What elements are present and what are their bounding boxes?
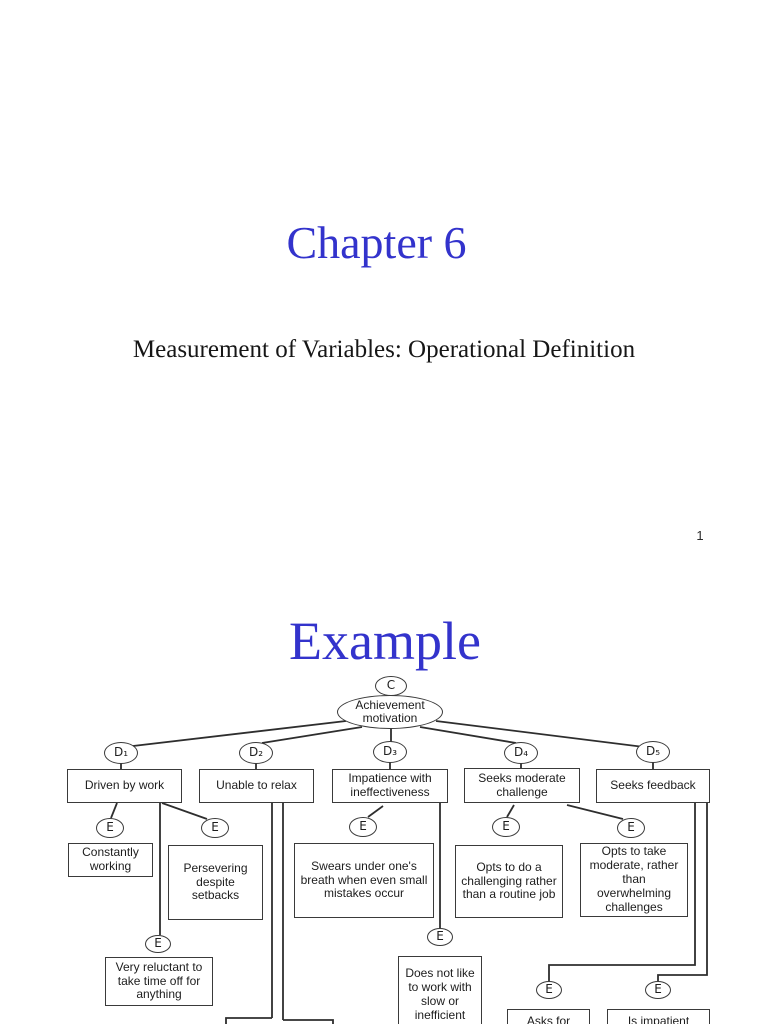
- edge: [548, 803, 696, 981]
- indicator-symbol: E: [154, 936, 162, 951]
- indicator-node-e6: E: [145, 935, 171, 953]
- indicator-box-persevering: Persevering despite setbacks: [168, 845, 263, 920]
- dimension-box-seeks-moderate-challenge: Seeks moderate challenge: [464, 768, 580, 803]
- dimension-symbol: D₂: [248, 745, 264, 760]
- dimension-node-d5: D₅: [636, 741, 670, 763]
- slide2-title: Example: [289, 611, 481, 671]
- indicator-box-swears: Swears under one's breath when even smal…: [294, 843, 434, 918]
- edge: [283, 1019, 334, 1024]
- indicator-box-label: Swears under one's breath when even smal…: [300, 858, 428, 901]
- indicator-box-label: Opts to take moderate, rather than overw…: [589, 844, 679, 914]
- dimension-symbol: D₁: [113, 745, 129, 760]
- indicator-box-label: Constantly working: [82, 845, 139, 873]
- dimension-box-label: Seeks feedback: [610, 778, 696, 793]
- indicator-box-is-impatient: Is impatient: [607, 1009, 710, 1024]
- indicator-symbol: E: [502, 819, 510, 834]
- indicator-box-opts-moderate: Opts to take moderate, rather than overw…: [580, 843, 688, 917]
- indicator-node-e5: E: [617, 818, 645, 838]
- indicator-node-e4: E: [492, 817, 520, 837]
- edge: [110, 802, 118, 819]
- indicator-symbol: E: [359, 819, 367, 834]
- indicator-node-e1: E: [96, 818, 124, 838]
- page-number: 1: [696, 528, 704, 543]
- edge: [657, 803, 708, 981]
- dimension-box-unable-to-relax: Unable to relax: [199, 769, 314, 803]
- construct-node: Achievement motivation: [337, 695, 443, 729]
- indicator-box-does-not-like: Does not like to work with slow or ineff…: [398, 956, 482, 1024]
- edge: [161, 802, 208, 820]
- dimension-node-d4: D₄: [504, 742, 538, 764]
- dimension-symbol: D₅: [645, 744, 661, 759]
- edge: [261, 726, 363, 744]
- edge: [566, 804, 624, 820]
- indicator-symbol: E: [436, 929, 444, 944]
- edge: [225, 1017, 272, 1024]
- indicator-node-e2: E: [201, 818, 229, 838]
- indicator-symbol: E: [627, 820, 635, 835]
- dimension-node-d1: D₁: [104, 742, 138, 764]
- slide1-subtitle: Measurement of Variables: Operational De…: [132, 336, 636, 363]
- dimension-node-d2: D₂: [239, 742, 273, 764]
- edge: [506, 804, 515, 818]
- indicator-symbol: E: [545, 982, 553, 997]
- indicator-symbol: E: [654, 982, 662, 997]
- dimension-box-driven-by-work: Driven by work: [67, 769, 182, 803]
- dimension-symbol: D₃: [382, 744, 398, 759]
- indicator-box-label: Does not like to work with slow or ineff…: [405, 966, 475, 1022]
- indicator-symbol: E: [211, 820, 219, 835]
- dimension-box-seeks-feedback: Seeks feedback: [596, 769, 710, 803]
- dimension-box-impatience: Impatience with ineffectiveness: [332, 769, 448, 803]
- indicator-box-constantly-working: Constantly working: [68, 843, 153, 877]
- dimension-box-label: Impatience with ineffectiveness: [348, 771, 432, 799]
- dimension-symbol: D₄: [513, 745, 529, 760]
- indicator-node-e9: E: [645, 981, 671, 999]
- indicator-box-label: Persevering despite setbacks: [183, 860, 248, 903]
- edge: [419, 726, 517, 744]
- slide1-chapter-title: Chapter 6: [286, 217, 467, 268]
- dimension-box-label: Seeks moderate challenge: [478, 770, 566, 799]
- indicator-symbol: E: [106, 820, 114, 835]
- indicator-box-very-reluctant: Very reluctant to take time off for anyt…: [105, 957, 213, 1006]
- indicator-node-e3: E: [349, 817, 377, 837]
- indicator-node-e7: E: [427, 928, 453, 946]
- dimension-box-label: Unable to relax: [216, 778, 297, 793]
- edge: [367, 805, 384, 818]
- indicator-node-e8: E: [536, 981, 562, 999]
- indicator-box-opts-challenging: Opts to do a challenging rather than a r…: [455, 845, 563, 918]
- construct-label: Achievement motivation: [355, 697, 425, 725]
- indicator-box-label: Opts to do a challenging rather than a r…: [461, 859, 557, 902]
- indicator-box-label: Very reluctant to take time off for anyt…: [115, 959, 203, 1002]
- dimension-node-d3: D₃: [373, 741, 407, 763]
- edge: [435, 720, 645, 748]
- edge: [132, 720, 347, 747]
- indicator-box-label: Is impatient: [627, 1014, 690, 1024]
- indicator-box-asks-for: Asks for: [507, 1009, 590, 1024]
- construct-symbol-label: C: [386, 678, 396, 693]
- dimension-box-label: Driven by work: [84, 778, 165, 793]
- indicator-box-label: Asks for: [526, 1014, 571, 1024]
- construct-symbol-node: C: [375, 676, 407, 696]
